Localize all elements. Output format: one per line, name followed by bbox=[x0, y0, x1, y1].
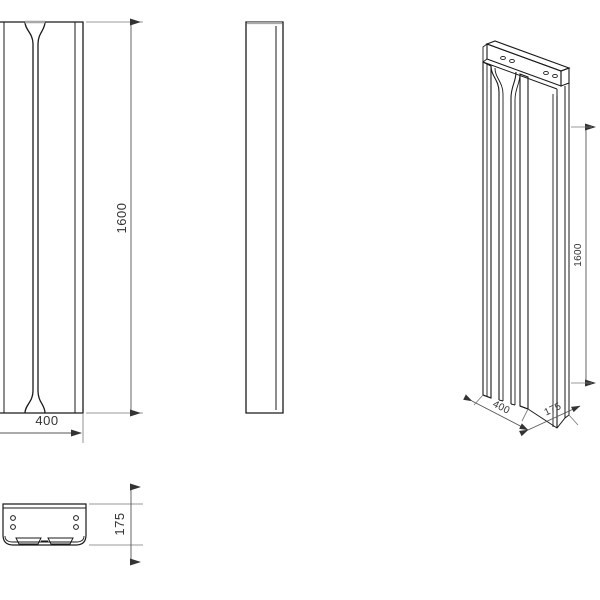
plan-height-dimension: 175 bbox=[89, 483, 143, 566]
front-height-dimension: 1600 bbox=[86, 18, 143, 417]
iso-depth-dimension-label: 400 bbox=[491, 399, 512, 417]
iso-depth-dim-line bbox=[463, 394, 529, 431]
iso-slot-right-flank bbox=[510, 71, 517, 404]
iso-slot-left-flank bbox=[490, 65, 500, 400]
iso-cap-hole bbox=[509, 58, 515, 64]
iso-width-dim-line bbox=[519, 405, 581, 437]
iso-width-extension-start bbox=[521, 408, 529, 422]
side-view-outline bbox=[245, 21, 284, 414]
plan-view-tab-right bbox=[47, 537, 74, 545]
plan-view-hole bbox=[10, 524, 16, 530]
iso-slot-left-flank-inner bbox=[494, 67, 504, 401]
plan-view-bottom-inner-line bbox=[4, 535, 85, 543]
iso-body-bottom-connect bbox=[510, 403, 516, 406]
side-elevation-view bbox=[245, 21, 284, 414]
iso-body-right-face bbox=[519, 73, 529, 410]
iso-top-cap-face bbox=[486, 43, 562, 87]
plan-top-view bbox=[2, 503, 87, 546]
front-view-outline bbox=[0, 21, 84, 414]
iso-depth-extension-start bbox=[473, 394, 484, 406]
front-view-slot-left-flank bbox=[24, 21, 34, 414]
iso-cap-hole bbox=[552, 73, 558, 79]
iso-height-dimension-label: 1600 bbox=[573, 243, 584, 267]
front-width-dimension-label: 400 bbox=[35, 413, 58, 428]
front-width-dimension: 400 bbox=[0, 413, 84, 443]
front-height-dimension-label: 1600 bbox=[114, 203, 129, 234]
iso-width-extension-end bbox=[568, 414, 579, 426]
iso-top-cap-outer-face bbox=[485, 40, 571, 72]
iso-cap-inner-surface bbox=[482, 43, 488, 63]
plan-height-dimension-label: 175 bbox=[112, 512, 127, 535]
iso-width-dimension: 175 bbox=[519, 401, 581, 437]
iso-cap-hole bbox=[500, 55, 506, 61]
isometric-3d-view bbox=[482, 40, 571, 429]
plan-view-hole bbox=[73, 515, 79, 521]
iso-top-cap-outer-side bbox=[560, 67, 570, 87]
front-elevation-view bbox=[0, 20, 84, 414]
iso-height-dimension: 1600 bbox=[571, 123, 596, 387]
iso-cap-hole bbox=[543, 70, 549, 76]
front-view-slot-right-flank bbox=[37, 21, 46, 414]
plan-view-hole bbox=[73, 524, 79, 530]
plan-view-outline bbox=[2, 503, 87, 546]
iso-body-bottom-right-edge bbox=[519, 405, 529, 410]
iso-slot-right-flank-inner bbox=[514, 73, 521, 405]
plan-view-hole bbox=[10, 515, 16, 521]
plan-view-tab-left bbox=[15, 537, 42, 545]
